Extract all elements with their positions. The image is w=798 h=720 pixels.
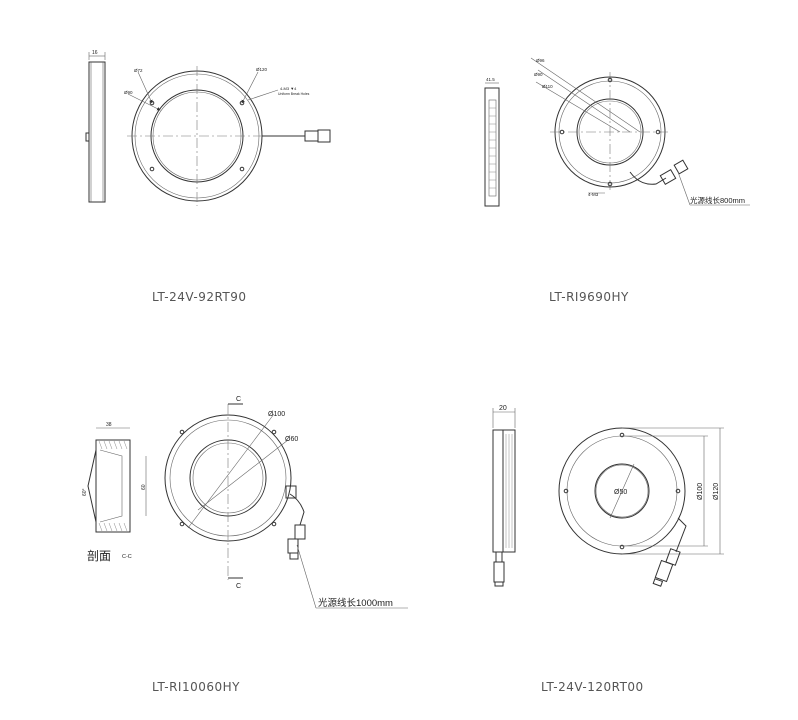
model-caption-4: LT-24V-120RT00 — [541, 680, 644, 694]
dim-d2: Ø90 — [124, 90, 133, 95]
section-code: C-C — [122, 554, 132, 560]
dim-d1: Ø96 — [536, 58, 545, 63]
drawing-lt-ri10060hy: 38 60 60° 剖面 C-C C C Ø100 Ø60 — [82, 396, 408, 609]
model-caption-3: LT-RI10060HY — [152, 680, 240, 694]
dim-holes: 4-M3 ▼4 — [280, 86, 297, 91]
dim-thickness: 20 — [499, 405, 507, 412]
dim-d1: Ø72 — [134, 68, 143, 73]
dim-d-mid: Ø100 — [697, 483, 704, 500]
cable-length-label: 光源线长800mm — [690, 195, 745, 205]
dim-d3: Ø120 — [256, 67, 268, 72]
dim-thickness: 16 — [92, 50, 98, 56]
model-caption-1: LT-24V-92RT90 — [152, 290, 247, 304]
section-label: 剖面 — [87, 549, 111, 563]
section-view: 38 60 60° 剖面 C-C — [82, 422, 147, 563]
model-caption-2: LT-RI9690HY — [549, 290, 629, 304]
dim-d2: Ø90 — [534, 72, 543, 77]
dim-holes-note: Uniform Break Holes — [278, 92, 310, 96]
front-view: Ø72 Ø90 Ø120 4-M3 ▼4 Uniform Break Holes — [124, 66, 331, 206]
dim-d-outer: Ø120 — [713, 483, 720, 500]
dim-height: 60 — [141, 484, 147, 490]
drawing-lt-24v-92rt90: 16 Ø72 Ø90 Ø120 4-M3 ▼4 Uniform Break Ho… — [85, 50, 331, 206]
side-view: 16 — [85, 50, 106, 203]
dim-d3: Ø110 — [542, 84, 553, 89]
cable-length-label: 光源线长1000mm — [318, 597, 393, 609]
front-view: Ø96 Ø90 Ø110 4-M3 光源线长800mm — [530, 57, 750, 206]
dim-d-outer: Ø100 — [268, 411, 285, 418]
cut-mark-bottom: C — [236, 583, 241, 590]
side-view: 41.5 — [484, 77, 500, 207]
front-view: C C Ø100 Ø60 光源线长1000mm — [164, 396, 408, 609]
side-view: 20 — [492, 405, 516, 587]
dim-width: 38 — [106, 422, 112, 428]
dim-thickness: 41.5 — [486, 77, 495, 82]
cut-mark-top: C — [236, 396, 241, 403]
drawing-lt-24v-120rt00: 20 Ø50 Ø100 Ø120 — [492, 405, 724, 587]
dim-angle: 60° — [82, 488, 88, 496]
front-view: Ø50 Ø100 Ø120 — [558, 427, 724, 587]
dim-pitch: 4-M3 — [588, 192, 599, 197]
dim-d-inner: Ø60 — [285, 436, 298, 443]
dim-d-inner: Ø50 — [614, 489, 627, 496]
drawing-lt-ri9690hy: 41.5 Ø96 Ø90 Ø110 4-M3 光源线长 — [484, 57, 750, 207]
